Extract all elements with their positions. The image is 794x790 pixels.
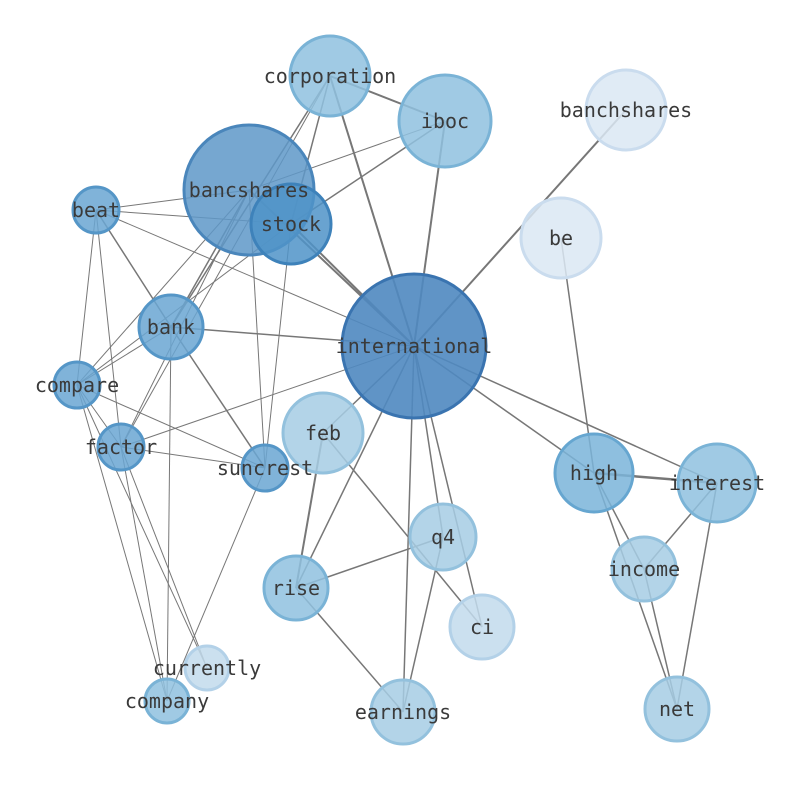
node-label-bancshares: bancshares [189, 178, 309, 202]
node-interest[interactable] [676, 442, 758, 524]
node-q4[interactable] [408, 502, 478, 572]
node-label-interest: interest [669, 471, 765, 495]
node-label-factor: factor [85, 435, 157, 459]
edge-suncrest-company [166, 467, 266, 702]
node-suncrest[interactable] [240, 443, 290, 493]
node-earnings[interactable] [369, 678, 437, 746]
node-label-banchshares: banchshares [560, 98, 692, 122]
edge-bank-company [166, 326, 172, 702]
edge-corporation-factor [120, 75, 331, 448]
node-currently[interactable] [183, 644, 231, 692]
graph-nodes [52, 34, 758, 746]
node-label-international: international [336, 334, 493, 358]
node-rise[interactable] [262, 554, 330, 622]
node-international[interactable] [340, 272, 488, 420]
node-label-currently: currently [153, 656, 261, 680]
node-bank[interactable] [137, 293, 205, 361]
node-label-iboc: iboc [421, 109, 469, 133]
node-corporation[interactable] [288, 34, 372, 118]
node-label-net: net [659, 697, 695, 721]
node-banchshares[interactable] [584, 68, 668, 152]
node-label-q4: q4 [431, 525, 455, 549]
edge-factor-company [120, 446, 168, 702]
node-factor[interactable] [96, 422, 146, 472]
graph-labels: international bancshares stock corporation i… [35, 64, 765, 724]
node-label-bank: bank [147, 315, 195, 339]
node-compare[interactable] [52, 360, 102, 410]
node-feb[interactable] [281, 391, 365, 475]
node-label-ci: ci [470, 615, 494, 639]
node-label-earnings: earnings [355, 700, 451, 724]
node-label-be: be [549, 226, 573, 250]
node-beat[interactable] [71, 185, 121, 235]
node-income[interactable] [610, 535, 678, 603]
edge-factor-currently [120, 446, 208, 669]
edge-beat-compare [76, 209, 97, 386]
node-label-high: high [570, 461, 618, 485]
node-label-corporation: corporation [264, 64, 396, 88]
edge-feb-ci [322, 432, 483, 628]
node-company[interactable] [143, 677, 191, 725]
node-label-feb: feb [305, 421, 341, 445]
node-label-compare: compare [35, 373, 119, 397]
edge-beat-factor [95, 209, 122, 448]
node-high[interactable] [553, 432, 635, 514]
node-label-rise: rise [272, 576, 320, 600]
node-label-income: income [608, 557, 680, 581]
node-label-stock: stock [261, 212, 321, 236]
edge-compare-company [76, 384, 168, 702]
node-label-company: company [125, 689, 209, 713]
node-stock[interactable] [249, 182, 333, 266]
node-iboc[interactable] [397, 73, 493, 169]
node-ci[interactable] [448, 593, 516, 661]
node-label-beat: beat [72, 198, 120, 222]
edge-compare-currently [76, 384, 208, 669]
node-net[interactable] [643, 675, 711, 743]
node-label-suncrest: suncrest [217, 456, 313, 480]
node-be[interactable] [519, 196, 603, 280]
edge-compare-suncrest [76, 384, 266, 469]
